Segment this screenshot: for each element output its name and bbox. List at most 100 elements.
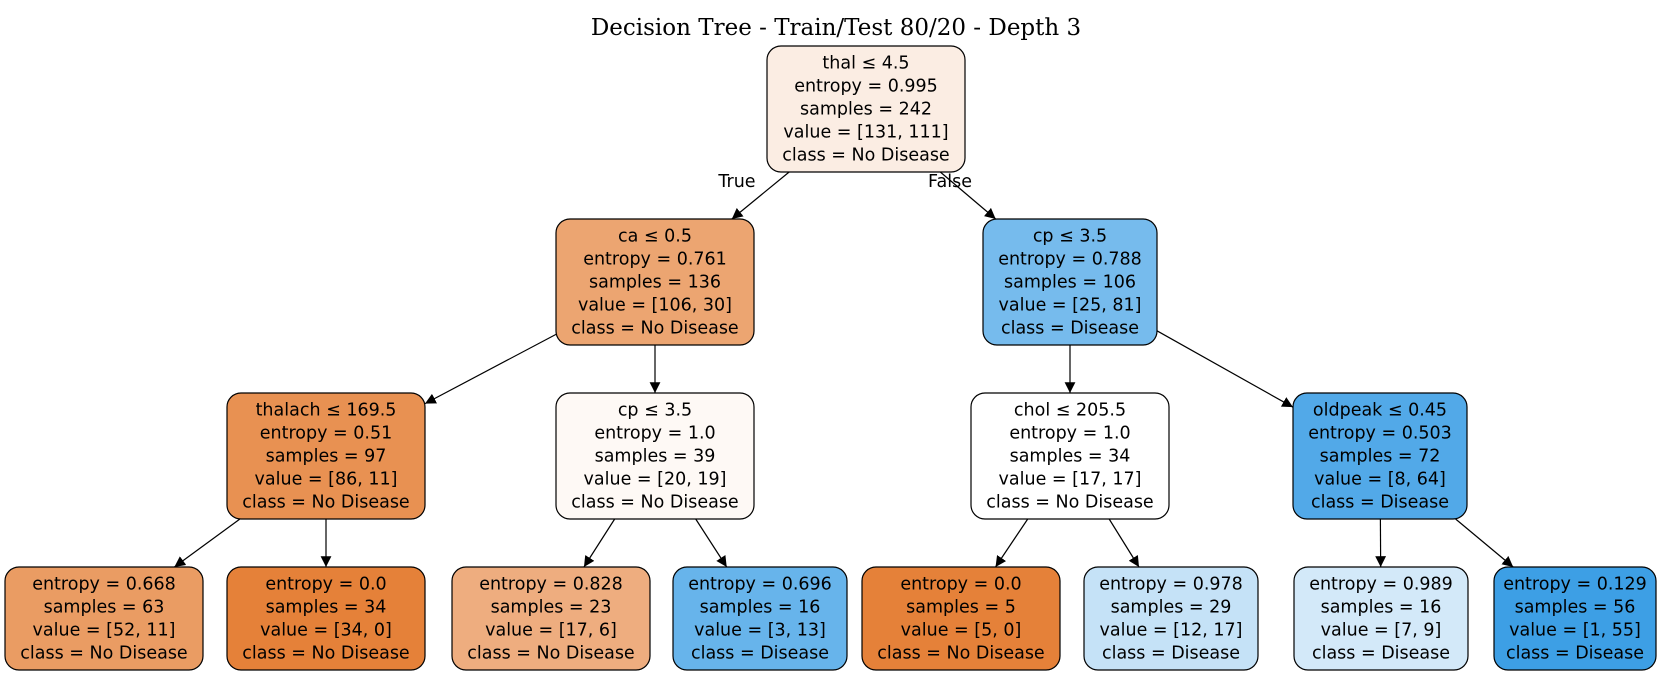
node-line: ca ≤ 0.5	[618, 227, 692, 247]
tree-node-lll: entropy = 0.668 samples = 63 value = [52, …	[4, 566, 204, 671]
node-line: entropy = 0.0	[265, 575, 386, 595]
node-line: value = [131, 111]	[783, 123, 948, 143]
node-line: thalach ≤ 169.5	[256, 401, 397, 421]
node-box	[226, 566, 426, 671]
node-line: value = [106, 30]	[578, 296, 732, 316]
node-line: samples = 56	[1515, 598, 1636, 618]
node-line: cp ≤ 3.5	[618, 401, 692, 421]
node-line: entropy = 0.503	[1308, 424, 1452, 444]
node-line: samples = 39	[595, 447, 716, 467]
node-box	[1292, 392, 1468, 520]
node-line: value = [25, 81]	[999, 296, 1142, 316]
tree-node-rll: entropy = 0.0 samples = 5 value = [5, 0] cl…	[861, 566, 1061, 671]
node-line: entropy = 0.668	[32, 575, 176, 595]
edge-R-to-RR	[1156, 330, 1294, 408]
edge-root-to-R	[939, 171, 997, 220]
edge-label-true: True	[717, 172, 755, 192]
node-line: class = No Disease	[467, 644, 634, 664]
node-line: value = [34, 0]	[260, 621, 392, 641]
tree-node-root: thal ≤ 4.5 entropy = 0.995 samples = 242 va…	[766, 45, 966, 173]
node-line: value = [8, 64]	[1314, 470, 1446, 490]
node-line: samples = 29	[1111, 598, 1232, 618]
node-line: class = Disease	[1102, 644, 1240, 664]
node-box	[1493, 566, 1657, 671]
node-line: cp ≤ 3.5	[1033, 227, 1107, 247]
node-line: thal ≤ 4.5	[822, 54, 909, 74]
node-line: value = [20, 19]	[584, 470, 727, 490]
node-line: entropy = 0.0	[900, 575, 1021, 595]
node-line: class = Disease	[1311, 493, 1449, 513]
edges-layer: True False	[174, 171, 1514, 568]
node-line: chol ≤ 205.5	[1014, 401, 1126, 421]
node-line: class = No Disease	[877, 644, 1044, 664]
node-line: class = Disease	[1001, 319, 1139, 339]
node-line: value = [17, 6]	[485, 621, 617, 641]
edge-RL-to-RLR	[1108, 518, 1140, 568]
tree-node-lrl: entropy = 0.828 samples = 23 value = [17, …	[451, 566, 651, 671]
node-line: samples = 34	[266, 598, 387, 618]
node-line: samples = 23	[491, 598, 612, 618]
node-box	[672, 566, 848, 671]
node-box	[861, 566, 1061, 671]
node-line: samples = 136	[589, 273, 721, 293]
node-line: class = No Disease	[571, 319, 738, 339]
node-box	[766, 45, 966, 173]
node-line: value = [86, 11]	[255, 470, 398, 490]
tree-node-rlr: entropy = 0.978 samples = 29 value = [12, …	[1083, 566, 1259, 671]
node-box	[982, 218, 1158, 346]
tree-node-rl: chol ≤ 205.5 entropy = 1.0 samples = 34 val…	[970, 392, 1170, 520]
node-line: value = [12, 17]	[1100, 621, 1243, 641]
node-line: samples = 34	[1010, 447, 1131, 467]
edge-LR-to-LRR	[695, 518, 728, 568]
edge-root-to-L	[731, 171, 790, 220]
node-line: samples = 16	[700, 598, 821, 618]
node-box	[451, 566, 651, 671]
node-line: entropy = 0.978	[1099, 575, 1243, 595]
node-box	[226, 392, 426, 520]
node-line: class = No Disease	[20, 644, 187, 664]
edge-RR-to-RRR	[1455, 518, 1514, 568]
node-line: value = [1, 55]	[1509, 621, 1641, 641]
node-line: samples = 63	[44, 598, 165, 618]
tree-node-rrr: entropy = 0.129 samples = 56 value = [1, 5…	[1493, 566, 1657, 671]
node-line: entropy = 1.0	[1009, 424, 1130, 444]
node-line: class = No Disease	[242, 644, 409, 664]
node-line: entropy = 0.696	[688, 575, 832, 595]
node-line: oldpeak ≤ 0.45	[1313, 401, 1447, 421]
node-line: entropy = 0.995	[794, 77, 938, 97]
node-line: value = [7, 9]	[1321, 621, 1442, 641]
node-line: value = [5, 0]	[901, 621, 1022, 641]
node-line: entropy = 0.51	[260, 424, 392, 444]
edge-LR-to-LRL	[583, 518, 616, 568]
node-line: samples = 5	[906, 598, 1016, 618]
node-line: class = No Disease	[571, 493, 738, 513]
node-line: entropy = 0.788	[998, 250, 1142, 270]
node-box	[1293, 566, 1469, 671]
node-line: class = Disease	[1312, 644, 1450, 664]
edge-RL-to-RLL	[995, 518, 1029, 568]
node-line: class = Disease	[691, 644, 829, 664]
node-line: class = No Disease	[986, 493, 1153, 513]
node-box	[555, 392, 755, 520]
node-line: samples = 242	[800, 100, 932, 120]
tree-node-l: ca ≤ 0.5 entropy = 0.761 samples = 136 valu…	[555, 218, 755, 346]
edge-L-to-LL	[424, 333, 557, 405]
node-line: value = [52, 11]	[33, 621, 176, 641]
edge-label-false: False	[928, 172, 972, 192]
node-box	[1083, 566, 1259, 671]
node-box	[970, 392, 1170, 520]
node-line: entropy = 0.761	[583, 250, 727, 270]
node-box	[555, 218, 755, 346]
node-line: entropy = 0.828	[479, 575, 623, 595]
node-line: samples = 72	[1320, 447, 1441, 467]
node-line: value = [17, 17]	[999, 470, 1142, 490]
node-line: entropy = 0.129	[1503, 575, 1647, 595]
node-line: entropy = 0.989	[1309, 575, 1453, 595]
node-box	[4, 566, 204, 671]
